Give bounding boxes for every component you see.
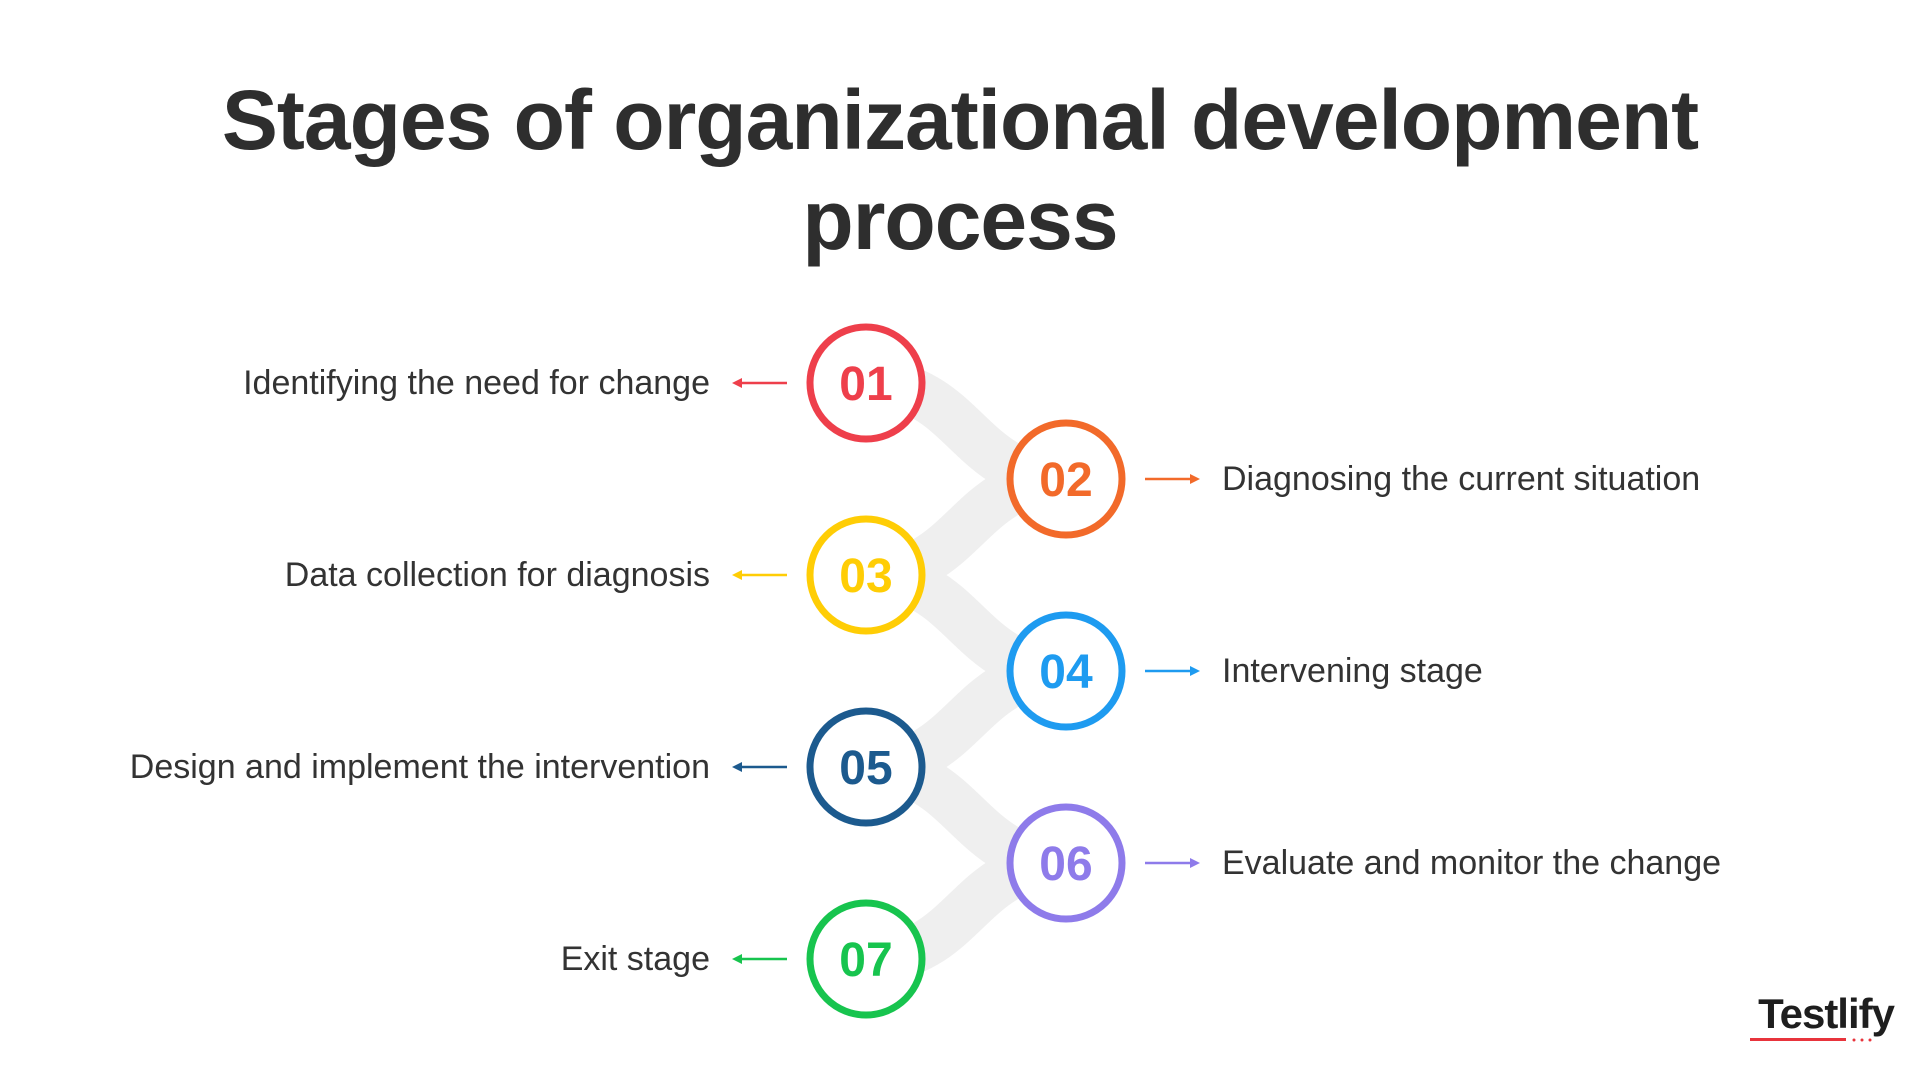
stage-circle <box>1006 611 1126 731</box>
stage-number: 07 <box>839 934 892 987</box>
stage-arrow-icon <box>1145 666 1200 676</box>
stage-06-label: Evaluate and monitor the change <box>1222 844 1722 882</box>
stage-arrow-icon <box>732 762 787 772</box>
stage-number: 02 <box>1039 454 1092 507</box>
stage-circle <box>1006 419 1126 539</box>
stage-number: 04 <box>1039 646 1093 699</box>
stage-circles: 01 02 03 04 05 06 07 <box>806 323 1126 1019</box>
stage-number: 03 <box>839 550 892 603</box>
stage-01-node: 01 <box>806 323 926 443</box>
stage-07-label: Exit stage <box>560 940 710 978</box>
stage-arrow-icon <box>732 570 787 580</box>
stage-03-label: Data collection for diagnosis <box>284 556 710 594</box>
stage-06-node: 06 <box>1006 803 1126 923</box>
stage-number: 01 <box>839 358 892 411</box>
stage-number: 06 <box>1039 838 1092 891</box>
stage-arrow-icon <box>1145 474 1200 484</box>
stage-circle <box>1006 803 1126 923</box>
stage-arrow-icon <box>732 954 787 964</box>
title-line-1: Stages of organizational development <box>221 73 1699 167</box>
stage-arrow-icon <box>732 378 787 388</box>
brand-underline <box>1750 1038 1872 1042</box>
stage-01-label: Identifying the need for change <box>243 364 710 402</box>
stage-07-node: 07 <box>806 899 926 1019</box>
stage-circle <box>806 899 926 1019</box>
brand-logo: Testlify <box>1758 990 1895 1037</box>
stage-02-node: 02 <box>1006 419 1126 539</box>
stage-circle <box>806 707 926 827</box>
stage-04-node: 04 <box>1006 611 1126 731</box>
stage-circle <box>806 515 926 635</box>
stage-04-label: Intervening stage <box>1222 652 1483 690</box>
stage-arrow-icon <box>1145 858 1200 868</box>
title-line-2: process <box>802 173 1118 267</box>
stage-03-node: 03 <box>806 515 926 635</box>
page-title: Stages of organizational development pro… <box>0 70 1920 270</box>
stage-02-label: Diagnosing the current situation <box>1222 460 1701 498</box>
stage-05-node: 05 <box>806 707 926 827</box>
stage-05-label: Design and implement the intervention <box>129 748 710 786</box>
stage-number: 05 <box>839 742 892 795</box>
stage-arrows <box>732 378 1200 964</box>
stage-circle <box>806 323 926 443</box>
